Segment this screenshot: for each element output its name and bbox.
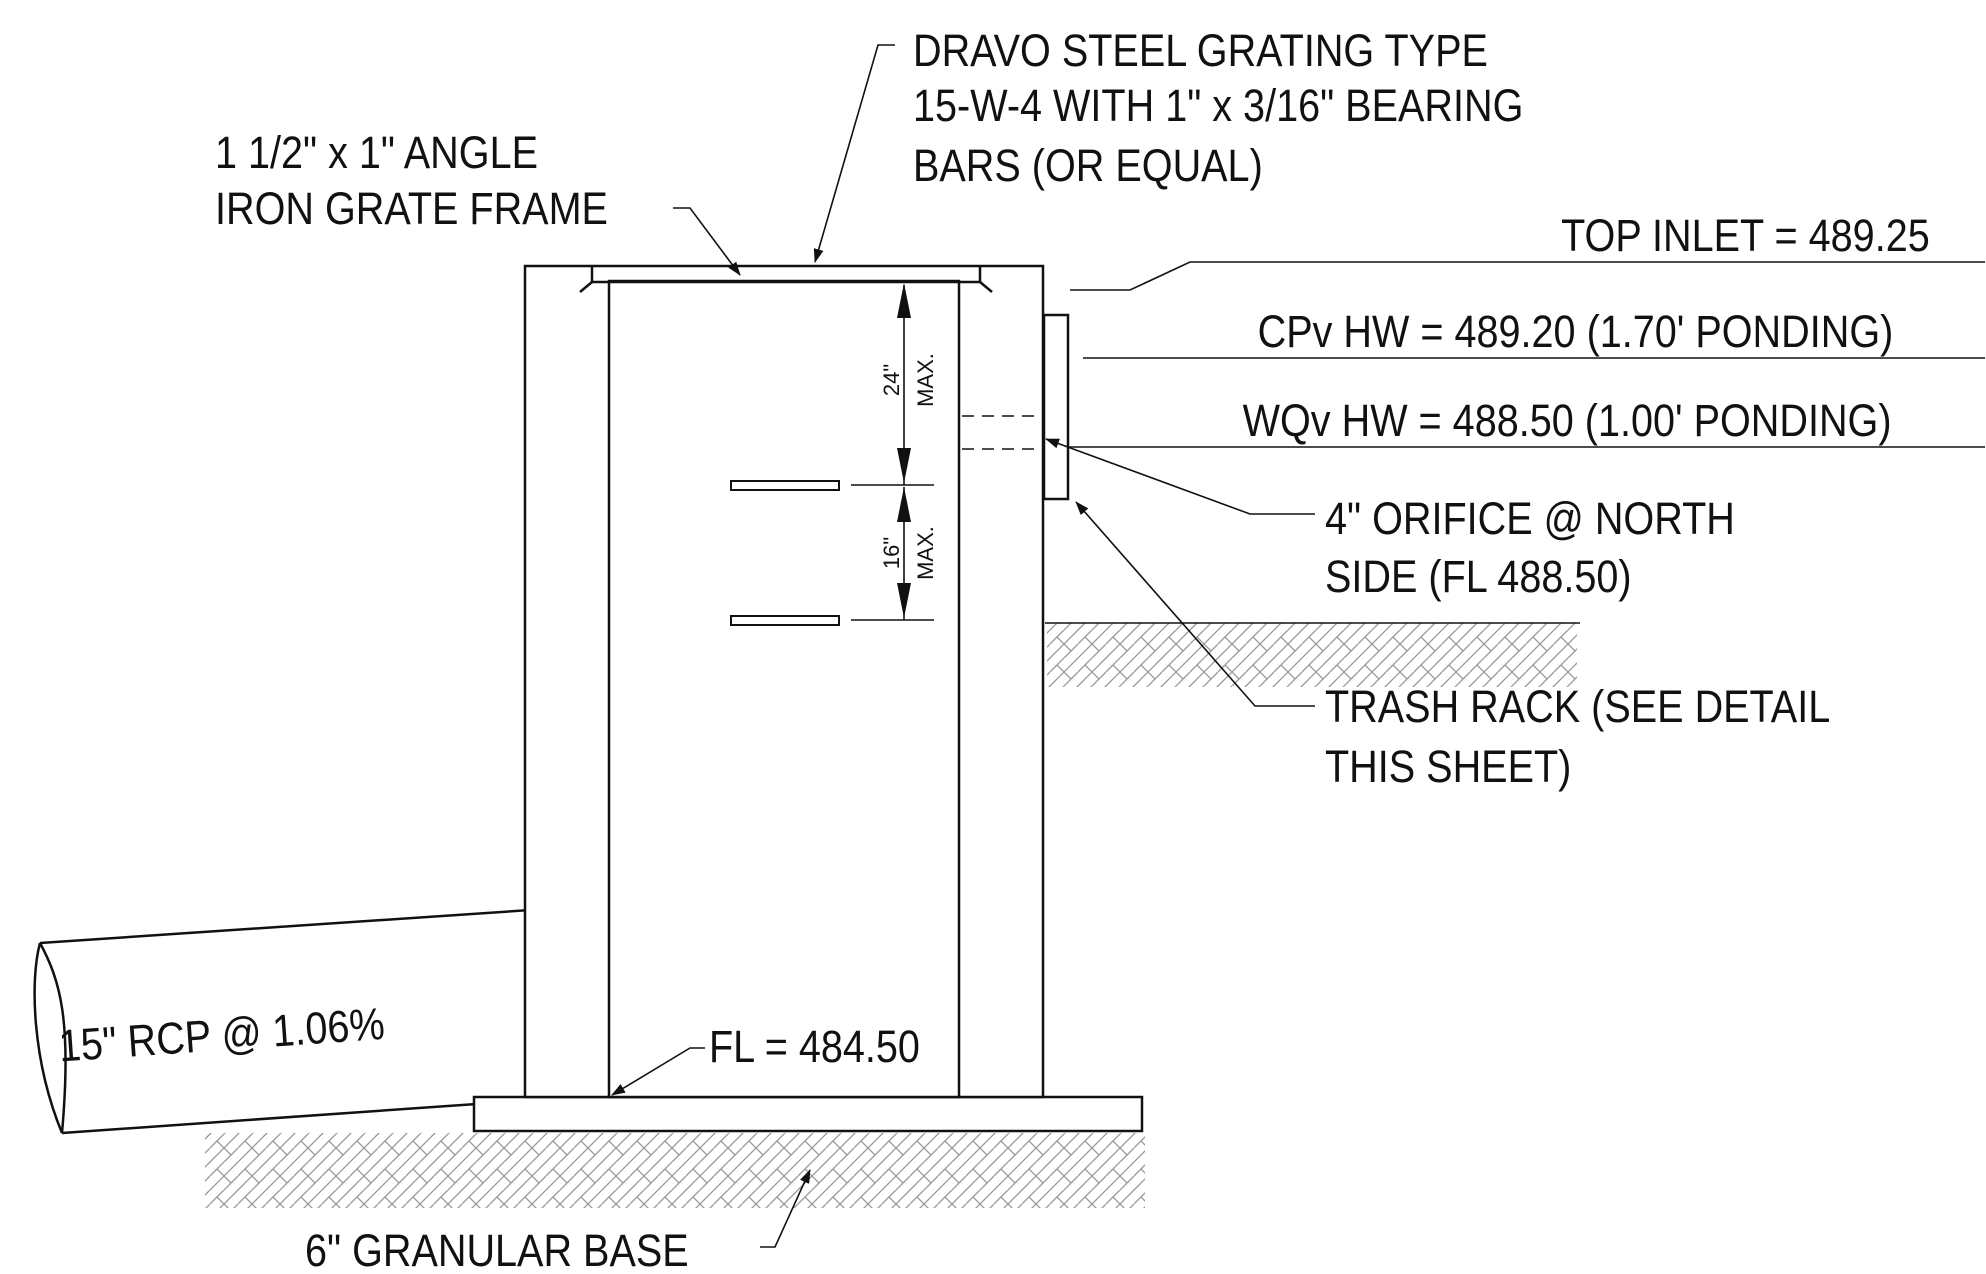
trash-rack-label-line2: THIS SHEET) xyxy=(1325,742,1571,792)
top-inlet-leader xyxy=(1070,261,1985,291)
dimension-lower xyxy=(851,487,934,621)
frame-label-line1: 1 1/2" x 1" ANGLE xyxy=(215,128,538,178)
grating-label-line1: DRAVO STEEL GRATING TYPE xyxy=(913,26,1488,76)
dim-lower-value: 16" xyxy=(879,537,904,569)
orifice-slot-lower xyxy=(730,615,840,626)
inlet-structure xyxy=(523,264,1045,1099)
dimension-upper xyxy=(851,283,934,486)
frame-label-line2: IRON GRATE FRAME xyxy=(215,184,608,234)
granular-base-slab xyxy=(472,1095,1144,1133)
wqv-hw-label: WQv HW = 488.50 (1.00' PONDING) xyxy=(1243,396,1892,446)
ground-hatch-bottom xyxy=(205,1133,1145,1208)
orifice-leader xyxy=(1045,438,1315,515)
flowline-label: FL = 484.50 xyxy=(709,1022,920,1072)
orifice-label-line2: SIDE (FL 488.50) xyxy=(1325,552,1632,602)
orifice-label-line1: 4" ORIFICE @ NORTH xyxy=(1325,494,1735,544)
orifice-slot-upper xyxy=(730,480,840,491)
trash-rack-leader xyxy=(1075,501,1315,707)
dim-upper-value: 24" xyxy=(879,364,904,396)
base-label: 6" GRANULAR BASE xyxy=(305,1226,689,1274)
ground-hatch-right xyxy=(1045,622,1580,687)
top-inlet-label: TOP INLET = 489.25 xyxy=(1561,211,1930,261)
grating-leader xyxy=(813,44,895,263)
cpv-hw-label: CPv HW = 489.20 (1.70' PONDING) xyxy=(1258,307,1894,357)
dim-upper-note: MAX. xyxy=(913,353,938,407)
trash-rack-label-line1: TRASH RACK (SEE DETAIL xyxy=(1325,682,1830,732)
base-leader xyxy=(760,1169,811,1248)
pipe-label: 15" RCP @ 1.06% xyxy=(57,999,386,1072)
frame-leader xyxy=(673,207,741,276)
dim-lower-note: MAX. xyxy=(913,526,938,580)
grate-frame xyxy=(579,266,993,293)
flowline-leader xyxy=(611,1047,705,1096)
rcp-pipe xyxy=(33,903,606,1135)
trash-rack xyxy=(1042,313,1070,501)
grating-label-line2: 15-W-4 WITH 1" x 3/16" BEARING xyxy=(913,81,1523,131)
grating-label-line3: BARS (OR EQUAL) xyxy=(913,141,1263,191)
